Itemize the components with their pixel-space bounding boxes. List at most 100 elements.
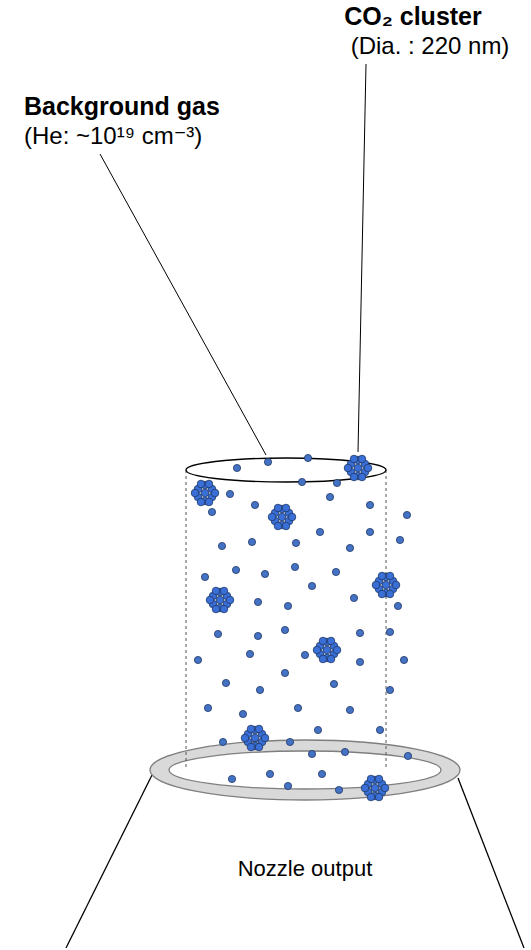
helium-atom — [304, 454, 311, 461]
helium-atom — [218, 542, 225, 549]
co2-cluster — [372, 572, 400, 598]
leader-line — [358, 64, 366, 452]
co2-cluster — [241, 725, 269, 751]
helium-atom — [261, 570, 268, 577]
co2-molecule — [327, 655, 335, 663]
nozzle-opening — [169, 751, 441, 789]
co2-molecule — [364, 464, 372, 472]
gas-density: (He: ~10¹⁹ cm⁻³) — [24, 122, 202, 150]
helium-atom — [201, 573, 208, 580]
nozzle-label: Nozzle output — [238, 856, 373, 881]
helium-atom — [254, 598, 261, 605]
helium-atom — [366, 501, 373, 508]
co2-molecule — [247, 743, 255, 751]
helium-atom — [341, 748, 348, 755]
co2-molecule — [371, 784, 379, 792]
co2-molecule — [344, 464, 352, 472]
helium-atom — [394, 602, 401, 609]
helium-atom — [356, 658, 363, 665]
co2-molecule — [220, 605, 228, 613]
co2-molecule — [282, 522, 290, 530]
co2-molecule — [323, 646, 331, 654]
co2-molecule — [206, 596, 214, 604]
co2-molecule — [274, 504, 282, 512]
co2-molecule — [247, 725, 255, 733]
co2-molecule — [372, 581, 380, 589]
helium-atom — [376, 726, 383, 733]
co2-molecule — [378, 590, 386, 598]
co2-molecule — [319, 637, 327, 645]
co2-molecule — [241, 734, 249, 742]
helium-atom — [326, 493, 333, 500]
helium-atom — [335, 786, 342, 793]
helium-atom — [308, 750, 315, 757]
helium-atom — [332, 568, 339, 575]
helium-atom — [204, 704, 211, 711]
co2-molecule — [361, 784, 369, 792]
particles — [191, 454, 411, 800]
co2-molecule — [261, 734, 269, 742]
co2-molecule — [211, 489, 219, 497]
helium-atom — [308, 582, 315, 589]
co2-cluster — [313, 637, 341, 663]
helium-atom — [222, 679, 229, 686]
co2-molecule — [327, 637, 335, 645]
helium-atom — [314, 726, 321, 733]
column-edge — [386, 470, 387, 768]
helium-atom — [214, 630, 221, 637]
cluster-size: (Dia. : 220 nm) — [351, 32, 510, 60]
helium-atom — [266, 770, 273, 777]
helium-atom — [298, 478, 305, 485]
helium-atom — [246, 650, 253, 657]
co2-molecule — [392, 581, 400, 589]
co2-molecule — [274, 522, 282, 530]
co2-molecule — [378, 572, 386, 580]
co2-molecule — [191, 489, 199, 497]
helium-atom — [281, 669, 288, 676]
helium-atom — [251, 501, 258, 508]
co2-molecule — [220, 587, 228, 595]
helium-atom — [346, 706, 353, 713]
co2-cluster — [206, 587, 234, 613]
helium-atom — [228, 775, 235, 782]
co2-molecule — [319, 655, 327, 663]
co2-molecule — [375, 793, 383, 801]
co2-molecule — [288, 513, 296, 521]
co2-molecule — [212, 587, 220, 595]
helium-atom — [386, 628, 393, 635]
co2-molecule — [381, 784, 389, 792]
gas-heading: Background gas — [24, 92, 220, 121]
helium-atom — [284, 782, 291, 789]
co2-molecule — [386, 590, 394, 598]
helium-atom — [286, 738, 293, 745]
helium-atom — [386, 686, 393, 693]
helium-atom — [404, 752, 411, 759]
cluster-heading: CO₂ cluster — [344, 2, 482, 31]
nozzle-side — [66, 775, 152, 948]
co2-molecule — [278, 513, 286, 521]
co2-molecule — [333, 646, 341, 654]
helium-atom — [291, 563, 298, 570]
nozzle-ring — [150, 740, 460, 800]
nozzle-side — [458, 778, 524, 948]
co2-molecule — [350, 455, 358, 463]
helium-atom — [396, 536, 403, 543]
helium-atom — [232, 566, 239, 573]
helium-atom — [219, 738, 226, 745]
helium-atom — [254, 632, 261, 639]
helium-atom — [292, 539, 299, 546]
co2-molecule — [201, 489, 209, 497]
co2-molecule — [212, 605, 220, 613]
helium-atom — [294, 704, 301, 711]
column-edge — [186, 470, 187, 768]
helium-atom — [318, 770, 325, 777]
helium-atom — [226, 490, 233, 497]
co2-molecule — [205, 498, 213, 506]
co2-molecule — [367, 793, 375, 801]
co2-molecule — [282, 504, 290, 512]
helium-atom — [350, 594, 357, 601]
co2-molecule — [251, 734, 259, 742]
co2-molecule — [226, 596, 234, 604]
co2-molecule — [350, 473, 358, 481]
